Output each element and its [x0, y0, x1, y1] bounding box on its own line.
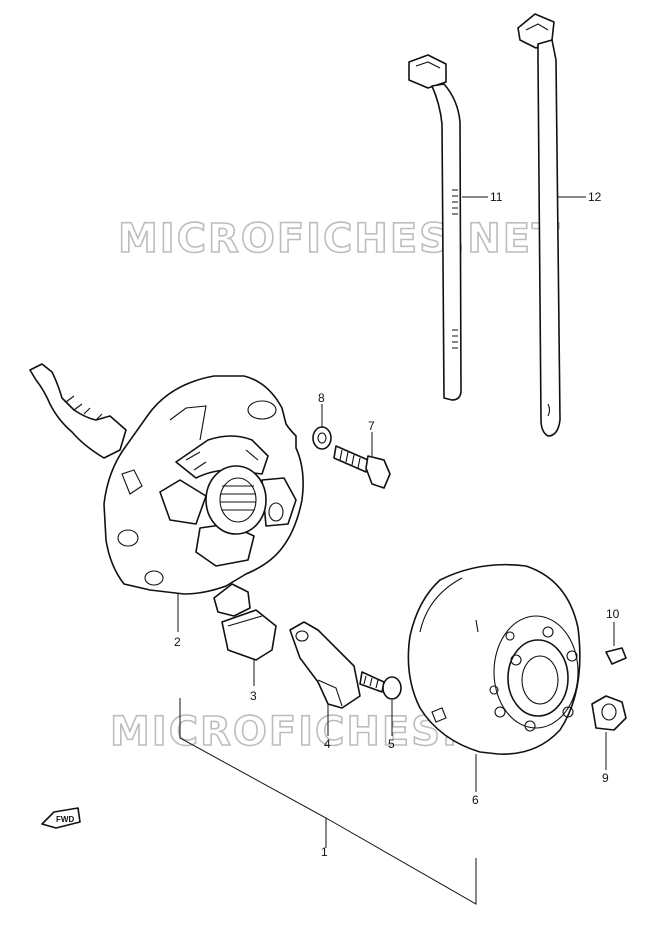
part-3-pickup-coil[interactable]	[213, 583, 277, 661]
fwd-arrow: FWD	[41, 807, 81, 829]
callout-9: 9	[602, 771, 609, 785]
part-9-nut[interactable]	[591, 695, 627, 731]
callout-4: 4	[324, 737, 331, 751]
part-5-screw[interactable]	[359, 671, 402, 700]
part-2-stator[interactable]	[29, 363, 304, 595]
callout-8: 8	[318, 391, 325, 405]
callout-11: 11	[490, 190, 503, 204]
callout-7: 7	[368, 419, 375, 433]
callout-5: 5	[388, 737, 395, 751]
callout-12: 12	[588, 190, 602, 204]
callout-2: 2	[174, 635, 181, 649]
callout-6: 6	[472, 793, 479, 807]
part-11-cable-tie[interactable]	[408, 54, 462, 401]
leader-lines	[177, 196, 615, 905]
part-12-cable-tie[interactable]	[517, 13, 561, 437]
part-7-bolt[interactable]	[333, 445, 391, 489]
part-4-bracket[interactable]	[289, 621, 361, 709]
part-6-rotor[interactable]	[407, 563, 581, 755]
fwd-label: FWD	[56, 815, 74, 824]
part-8-washer[interactable]	[312, 426, 332, 450]
callout-1: 1	[321, 845, 328, 859]
callout-10: 10	[606, 607, 620, 621]
watermark-top: MICROFICHES.NET	[118, 216, 561, 262]
callout-3: 3	[250, 689, 257, 703]
part-10-key[interactable]	[605, 647, 627, 665]
